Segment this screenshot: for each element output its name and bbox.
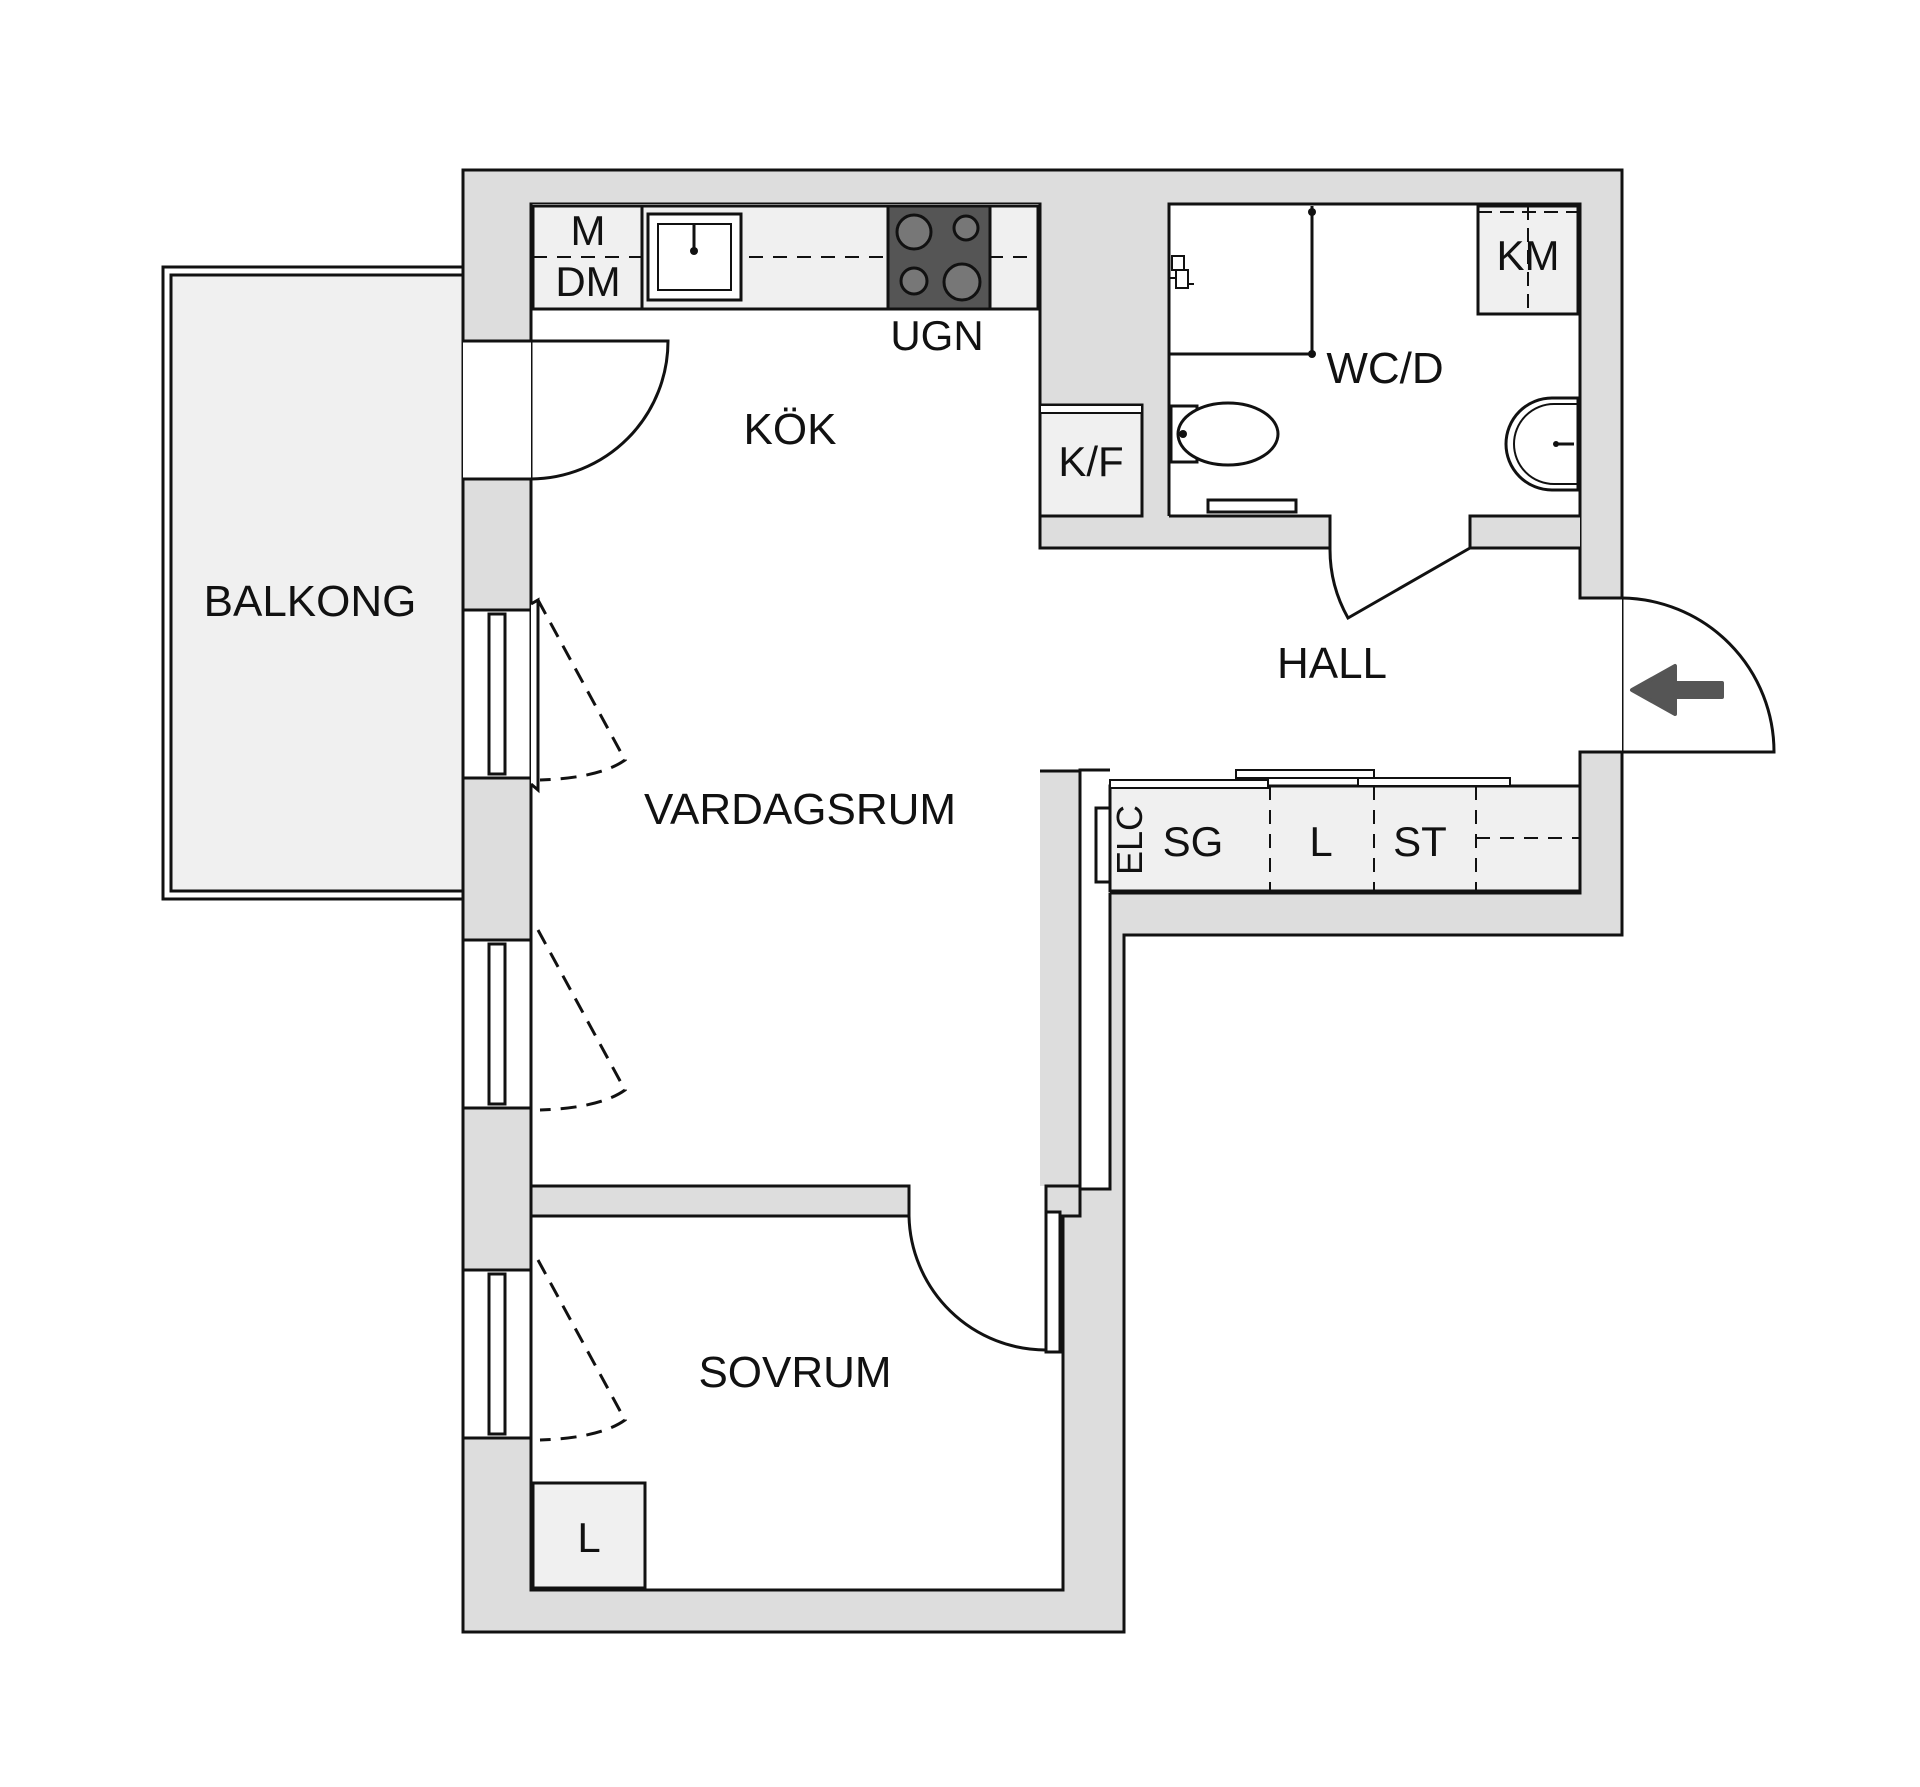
hall-closets: [1094, 769, 1582, 893]
label-microwave: M: [571, 207, 606, 254]
room-label-hall: HALL: [1277, 639, 1387, 688]
kitchen-counter: [531, 204, 1040, 311]
label-fridge-freezer: K/F: [1058, 438, 1123, 485]
window-2: [461, 929, 627, 1112]
outer-wall-outline: [461, 168, 1624, 1634]
room-label-living: VARDAGSRUM: [644, 785, 956, 834]
shower: [1169, 206, 1316, 358]
label-wardrobe-sg: SG: [1163, 818, 1224, 865]
room-label-bedroom: SOVRUM: [698, 1348, 891, 1397]
bedroom-door: [907, 1186, 1062, 1354]
fridge-freezer: [1038, 403, 1144, 518]
walls: [461, 168, 1624, 1634]
bedroom-wardrobe: [531, 1481, 647, 1590]
window-3: [461, 1259, 627, 1442]
label-oven: UGN: [890, 312, 983, 359]
label-wardrobe-st: ST: [1393, 818, 1447, 865]
label-electric-cabinet: ELC: [1109, 805, 1150, 875]
label-wardrobe-l-bedroom: L: [577, 1514, 600, 1561]
sink-icon: [646, 212, 743, 302]
bathroom-door: [1328, 516, 1472, 621]
balcony-door-opening: [463, 339, 670, 481]
room-label-bathroom: WC/D: [1326, 344, 1443, 393]
stove-icon: [886, 204, 992, 311]
washbasin-icon: [1504, 396, 1580, 492]
balcony: [161, 265, 465, 901]
label-wardrobe-l-hall: L: [1309, 818, 1332, 865]
room-label-kitchen: KÖK: [744, 405, 837, 454]
toilet-icon: [1169, 401, 1280, 467]
entrance-arrow-icon: [1630, 664, 1724, 716]
label-washing-machine: KM: [1497, 232, 1560, 279]
label-dishwasher: DM: [555, 258, 620, 305]
bathroom-heater: [1206, 498, 1298, 514]
shower-head-icon: [1170, 255, 1194, 289]
room-label-balcony: BALKONG: [204, 577, 417, 626]
entrance-door: [1580, 596, 1776, 754]
window-1: [461, 597, 627, 794]
